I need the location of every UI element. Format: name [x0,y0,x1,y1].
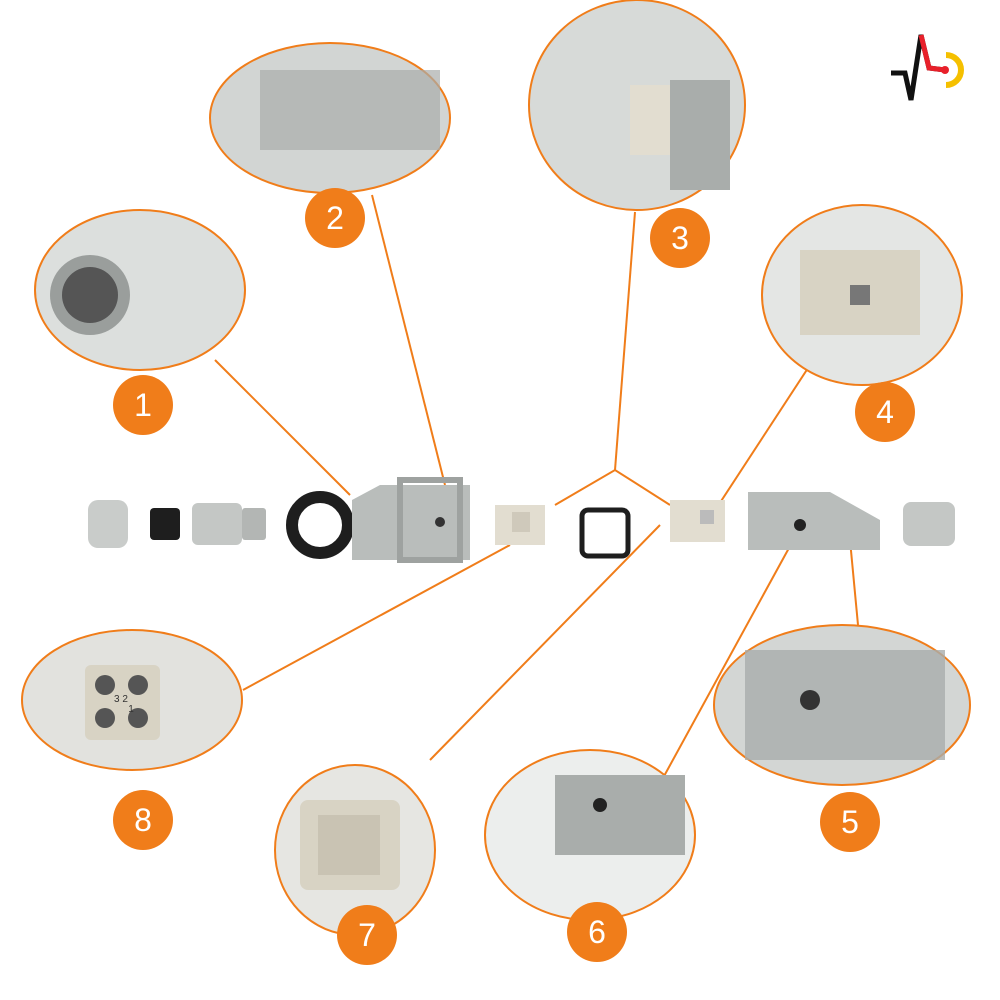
leader-line-6 [639,536,796,821]
exploded-parts-row [88,477,955,563]
leader-line-4 [711,364,811,516]
square-seal [579,507,631,559]
gland-seal [150,508,180,540]
leader-lines [214,194,859,821]
badge-4: 4 [855,382,915,442]
svg-text:5: 5 [841,804,859,840]
callout-bubbles [21,0,971,936]
leader-line-5 [849,539,859,626]
svg-text:6: 6 [588,914,606,950]
badge-7: 7 [337,905,397,965]
badge-8: 8 [113,790,173,850]
badge-3: 3 [650,208,710,268]
pulse-logo-icon [891,34,964,101]
leader-line-7 [429,524,661,761]
badge-5: 5 [820,792,880,852]
badge-1: 1 [113,375,173,435]
hood-housing-2 [748,492,880,550]
insert-label-a: 3 2 [114,694,128,705]
svg-text:3: 3 [671,220,689,256]
leader-line-3-branch [554,468,671,506]
leader-line-1 [214,359,351,496]
svg-text:7: 7 [358,917,376,953]
locking-lever [397,477,463,563]
number-badges: 1 2 3 4 5 6 7 8 [113,188,915,965]
svg-text:1: 1 [134,387,152,423]
gland-body [192,503,242,545]
gland-cap [88,500,128,548]
leader-line-3 [614,211,636,471]
male-insert [670,500,725,542]
svg-text:8: 8 [134,802,152,838]
insert-label-b: 1 [128,704,134,715]
leader-line-2 [371,194,446,486]
badge-2: 2 [305,188,365,248]
svg-text:2: 2 [326,200,344,236]
gland-right [903,502,955,546]
hood-housing [352,485,470,560]
o-ring [286,491,354,559]
badge-6: 6 [567,902,627,962]
svg-text:4: 4 [876,394,894,430]
leader-line-8 [242,544,511,691]
